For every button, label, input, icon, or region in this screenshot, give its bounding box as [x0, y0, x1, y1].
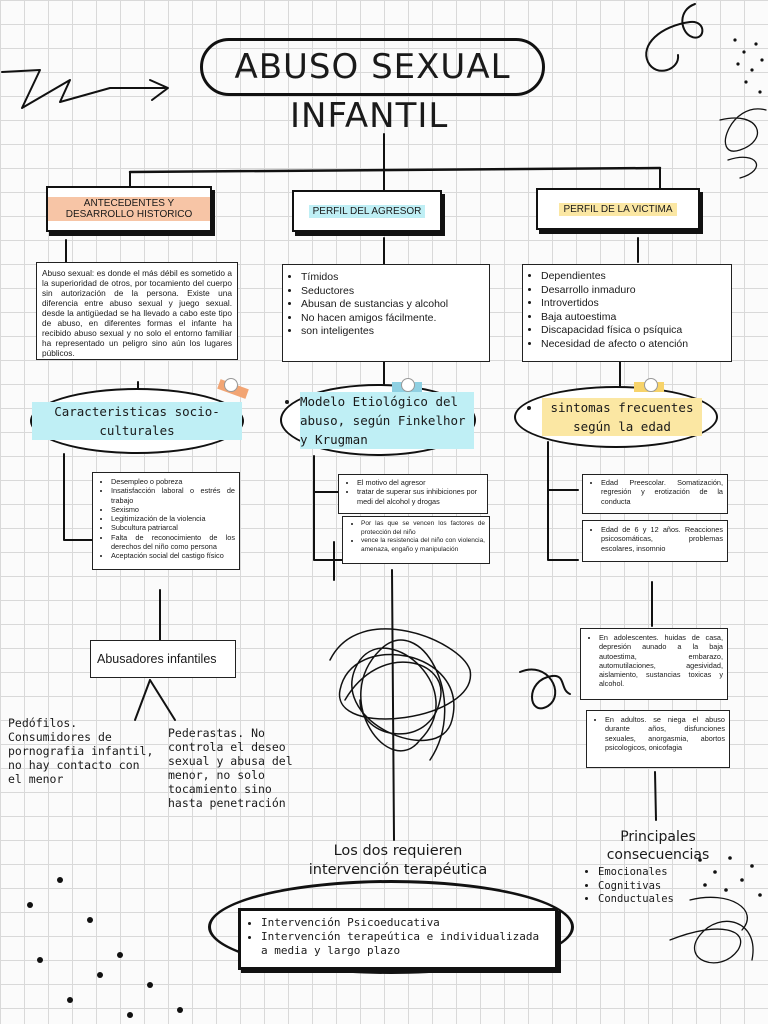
list-item: Edad Preescolar. Somatización, regresión… [601, 478, 723, 506]
oval-socioculturales: Caracteristicas socio-culturales [30, 388, 244, 454]
pin-icon [644, 378, 658, 392]
pin-icon [224, 378, 238, 392]
list-item: Abusan de sustancias y alcohol [301, 298, 485, 312]
pederastas-text: Pederastas. No controla el deseo sexual … [168, 726, 293, 810]
pedofilos-text: Pedófilos. Consumidores de pornografia i… [8, 716, 154, 786]
symptom-adolescentes-list: En adolescentes. huidas de casa, depresi… [585, 633, 723, 689]
list-item: Necesidad de afecto o atención [541, 338, 727, 352]
victima-list-box: Dependientes Desarrollo inmaduro Introve… [522, 264, 732, 362]
list-item: En adultos. se niega el abuso durante añ… [605, 715, 725, 752]
symptom-adolescentes-box: En adolescentes. huidas de casa, depresi… [580, 628, 728, 700]
header-antecedentes: ANTECEDENTES Y DESARROLLO HISTORICO [46, 186, 212, 232]
list-item: Discapacidad física o psíquica [541, 324, 727, 338]
title-oval: ABUSO SEXUAL [200, 38, 545, 96]
header-antecedentes-label: ANTECEDENTES Y DESARROLLO HISTORICO [48, 197, 210, 221]
list-item: vence la resistencia del niño con violen… [361, 537, 485, 554]
list-item: Legitimización de la violencia [111, 514, 235, 523]
list-item: No hacen amigos fácilmente. [301, 312, 485, 326]
list-item: Desempleo o pobreza [111, 477, 235, 486]
list-item: Conductuales [598, 893, 674, 907]
victima-list: Dependientes Desarrollo inmaduro Introve… [527, 270, 727, 351]
oval-sintomas-label: sintomas frecuentes según la edad [542, 398, 702, 436]
header-victima: PERFIL DE LA VICTIMA [536, 188, 700, 230]
agresor-motive-list: El motivo del agresor tratar de superar … [343, 478, 483, 506]
list-item: Cognitivas [598, 880, 674, 894]
definition-box: Abuso sexual: es donde el más débil es s… [36, 262, 238, 360]
list-item: Subcultura patriarcal [111, 523, 235, 532]
list-item: En adolescentes. huidas de casa, depresi… [599, 633, 723, 689]
list-item: Introvertidos [541, 297, 727, 311]
oval-modelo-list: Modelo Etiológico del abuso, según Finke… [282, 391, 474, 449]
list-item: Por las que se vencen los factores de pr… [361, 520, 485, 537]
symptom-6-12-box: Edad de 6 y 12 años. Reacciones psicosom… [582, 520, 728, 562]
pin-icon [401, 378, 415, 392]
consequences-list: Emocionales Cognitivas Conductuales [584, 866, 674, 907]
list-item: tratar de superar sus inhibiciones por m… [357, 487, 483, 506]
list-item: Edad de 6 y 12 años. Reacciones psicosom… [601, 525, 723, 553]
list-item: El motivo del agresor [357, 478, 483, 487]
symptom-adultos-box: En adultos. se niega el abuso durante añ… [586, 710, 730, 768]
intervention-box: Intervención Psicoeducativa Intervención… [238, 908, 558, 970]
list-item: Intervención terapeútica e individualiza… [261, 930, 549, 958]
definition-text: Abuso sexual: es donde el más débil es s… [42, 268, 232, 358]
oval-modelo: Modelo Etiológico del abuso, según Finke… [280, 384, 476, 456]
agresor-barriers-list: Por las que se vencen los factores de pr… [347, 520, 485, 554]
intervention-list: Intervención Psicoeducativa Intervención… [247, 916, 549, 958]
list-item: son inteligentes [301, 325, 485, 339]
list-item: Seductores [301, 285, 485, 299]
agresor-motive-box: El motivo del agresor tratar de superar … [338, 474, 488, 514]
header-victima-label: PERFIL DE LA VICTIMA [559, 202, 677, 216]
symptom-6-12-list: Edad de 6 y 12 años. Reacciones psicosom… [587, 525, 723, 553]
list-item: Falta de reconocimiento de los derechos … [111, 533, 235, 552]
factors-box: Desempleo o pobreza Insatisfacción labor… [92, 472, 240, 570]
list-item: Aceptación social del castigo físico [111, 551, 235, 560]
symptom-adultos-list: En adultos. se niega el abuso durante añ… [591, 715, 725, 752]
page-title: ABUSO SEXUAL [234, 47, 511, 87]
list-item: Emocionales [598, 866, 674, 880]
intervention-oval [208, 880, 574, 974]
agresor-barriers-box: Por las que se vencen los factores de pr… [342, 516, 490, 564]
oval-sintomas-list: sintomas frecuentes según la edad [530, 398, 702, 436]
list-item: Baja autoestima [541, 311, 727, 325]
caption-text: Los dos requieren intervención terapéuti… [308, 843, 488, 878]
abusers-label: Abusadores infantiles [97, 652, 217, 666]
list-item: Tímidos [301, 271, 485, 285]
abusers-box: Abusadores infantiles [90, 640, 236, 678]
oval-socioculturales-label: Caracteristicas socio-culturales [32, 402, 242, 440]
header-agresor: PERFIL DEL AGRESOR [292, 190, 442, 232]
oval-modelo-label: Modelo Etiológico del abuso, según Finke… [300, 391, 474, 449]
symptom-preescolar-box: Edad Preescolar. Somatización, regresión… [582, 474, 728, 514]
list-item: Dependientes [541, 270, 727, 284]
factors-list: Desempleo o pobreza Insatisfacción labor… [97, 477, 235, 561]
list-item: Sexismo [111, 505, 235, 514]
page-subtitle: INFANTIL [290, 96, 449, 136]
header-agresor-label: PERFIL DEL AGRESOR [308, 204, 426, 218]
list-item: Desarrollo inmaduro [541, 284, 727, 298]
consequences-title: Principales consecuencias [606, 829, 710, 863]
list-item: Insatisfacción laboral o estrés de traba… [111, 486, 235, 505]
agresor-list-box: Tímidos Seductores Abusan de sustancias … [282, 264, 490, 362]
agresor-list: Tímidos Seductores Abusan de sustancias … [287, 271, 485, 339]
symptom-preescolar-list: Edad Preescolar. Somatización, regresión… [587, 478, 723, 506]
oval-sintomas: sintomas frecuentes según la edad [514, 386, 718, 448]
list-item: Intervención Psicoeducativa [261, 916, 549, 930]
